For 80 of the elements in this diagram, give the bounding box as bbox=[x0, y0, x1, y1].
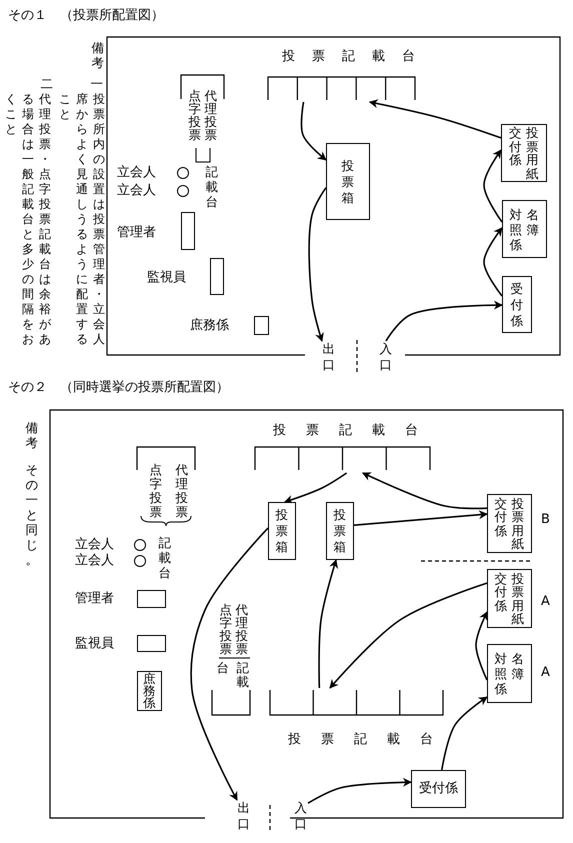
group-mark: A bbox=[541, 594, 550, 610]
note-text: その一と同じ。 bbox=[25, 462, 39, 567]
flow-arrow bbox=[368, 99, 502, 139]
flow-arrow bbox=[190, 528, 269, 801]
flow-arrow bbox=[483, 149, 503, 222]
staff-label: 受付係 bbox=[510, 280, 524, 328]
role-label: 立会人 bbox=[117, 183, 156, 199]
ballot-box bbox=[326, 502, 354, 560]
flow-arrow bbox=[483, 227, 503, 296]
door-label: 出口 bbox=[322, 341, 336, 373]
flow-arrow bbox=[362, 472, 488, 510]
booth-label: 代理投票点字投票 bbox=[188, 89, 218, 141]
door-label: 入口 bbox=[294, 800, 308, 832]
seat-circle bbox=[177, 167, 189, 179]
staff-label: 投票箱 bbox=[332, 507, 348, 555]
desk-box bbox=[137, 635, 166, 652]
staff-desk bbox=[502, 276, 532, 333]
group-mark: A bbox=[541, 665, 550, 681]
group-mark: B bbox=[541, 512, 550, 528]
staff-desk bbox=[411, 770, 466, 808]
role-label: 立会人 bbox=[117, 165, 156, 181]
staff-label: 名簿対照係 bbox=[508, 206, 540, 252]
staff-desk bbox=[137, 671, 162, 711]
desk-box bbox=[181, 212, 195, 250]
note-number: 二 bbox=[40, 76, 54, 91]
ballot-box bbox=[326, 143, 370, 220]
booth-label: 投票記載台 bbox=[287, 732, 445, 748]
note-heading: 備考 bbox=[91, 40, 105, 70]
staff-label: 投票用紙交付係 bbox=[508, 126, 540, 180]
staff-label: 受付係 bbox=[418, 781, 459, 797]
section-title: その１ （投票所配置図） bbox=[8, 8, 164, 24]
staff-label: 投票箱 bbox=[274, 507, 290, 555]
booth-label: 投票記載台 bbox=[272, 423, 433, 439]
role-label: 管理者 bbox=[117, 225, 156, 241]
booth-label: 記載台 bbox=[216, 661, 250, 689]
flow-arrow bbox=[308, 778, 412, 804]
staff-desk bbox=[501, 124, 547, 182]
role-label: 立会人 bbox=[75, 537, 114, 553]
staff-desk bbox=[487, 644, 532, 703]
role-label: 監視員 bbox=[75, 636, 114, 652]
note-text: 代理投票・点字投票記載台は余裕がある場合は一般記載台と多少の間隔をおくこと bbox=[4, 92, 52, 347]
flow-arrow bbox=[441, 696, 488, 770]
role-label: 管理者 bbox=[75, 591, 114, 607]
ballot-box bbox=[268, 502, 296, 560]
staff-desk bbox=[487, 569, 532, 628]
note-heading: 備考 bbox=[25, 420, 39, 450]
flow-arrow bbox=[308, 187, 327, 342]
flow-arrow bbox=[329, 582, 488, 689]
staff-label: 庶務係 bbox=[142, 673, 156, 709]
booth-label: 記載台 bbox=[158, 535, 172, 580]
role-label: 庶務係 bbox=[190, 318, 229, 334]
staff-desk bbox=[487, 494, 532, 553]
flow-arrow bbox=[284, 472, 348, 504]
staff-label: 投票用紙交付係 bbox=[494, 572, 526, 626]
door-label: 出口 bbox=[237, 800, 251, 832]
staff-label: 投票箱 bbox=[340, 158, 356, 206]
role-label: 監視員 bbox=[147, 270, 186, 286]
note-text: 投票所内の設置は投票管理者・立会人席からよく見通しうるように配置すること bbox=[58, 92, 106, 347]
staff-label: 名簿対照係 bbox=[494, 651, 526, 696]
section-title: その２ （同時選挙の投票所配置図） bbox=[8, 380, 229, 396]
desk-box bbox=[210, 258, 224, 295]
note-number: 一 bbox=[90, 76, 104, 91]
door-label: 入口 bbox=[379, 341, 393, 373]
desk-box bbox=[137, 590, 166, 608]
flow-arrow bbox=[300, 102, 327, 161]
flow-arrow bbox=[318, 559, 338, 688]
seat-circle bbox=[177, 185, 189, 197]
seat-circle bbox=[134, 555, 146, 567]
booth-label: 代理投票点字投票 bbox=[218, 603, 250, 655]
role-label: 立会人 bbox=[75, 553, 114, 569]
flow-arrow bbox=[475, 611, 488, 680]
seat-circle bbox=[134, 539, 146, 551]
flow-arrow bbox=[385, 300, 503, 342]
staff-desk bbox=[502, 200, 547, 258]
flow-arrow bbox=[354, 510, 488, 526]
desk-box bbox=[254, 316, 269, 335]
booth-label: 記載台 bbox=[205, 164, 219, 209]
booth-label: 代理投票点字投票 bbox=[148, 463, 190, 519]
booth-label: 投票記載台 bbox=[281, 49, 419, 65]
staff-label: 投票用紙交付係 bbox=[494, 496, 526, 550]
